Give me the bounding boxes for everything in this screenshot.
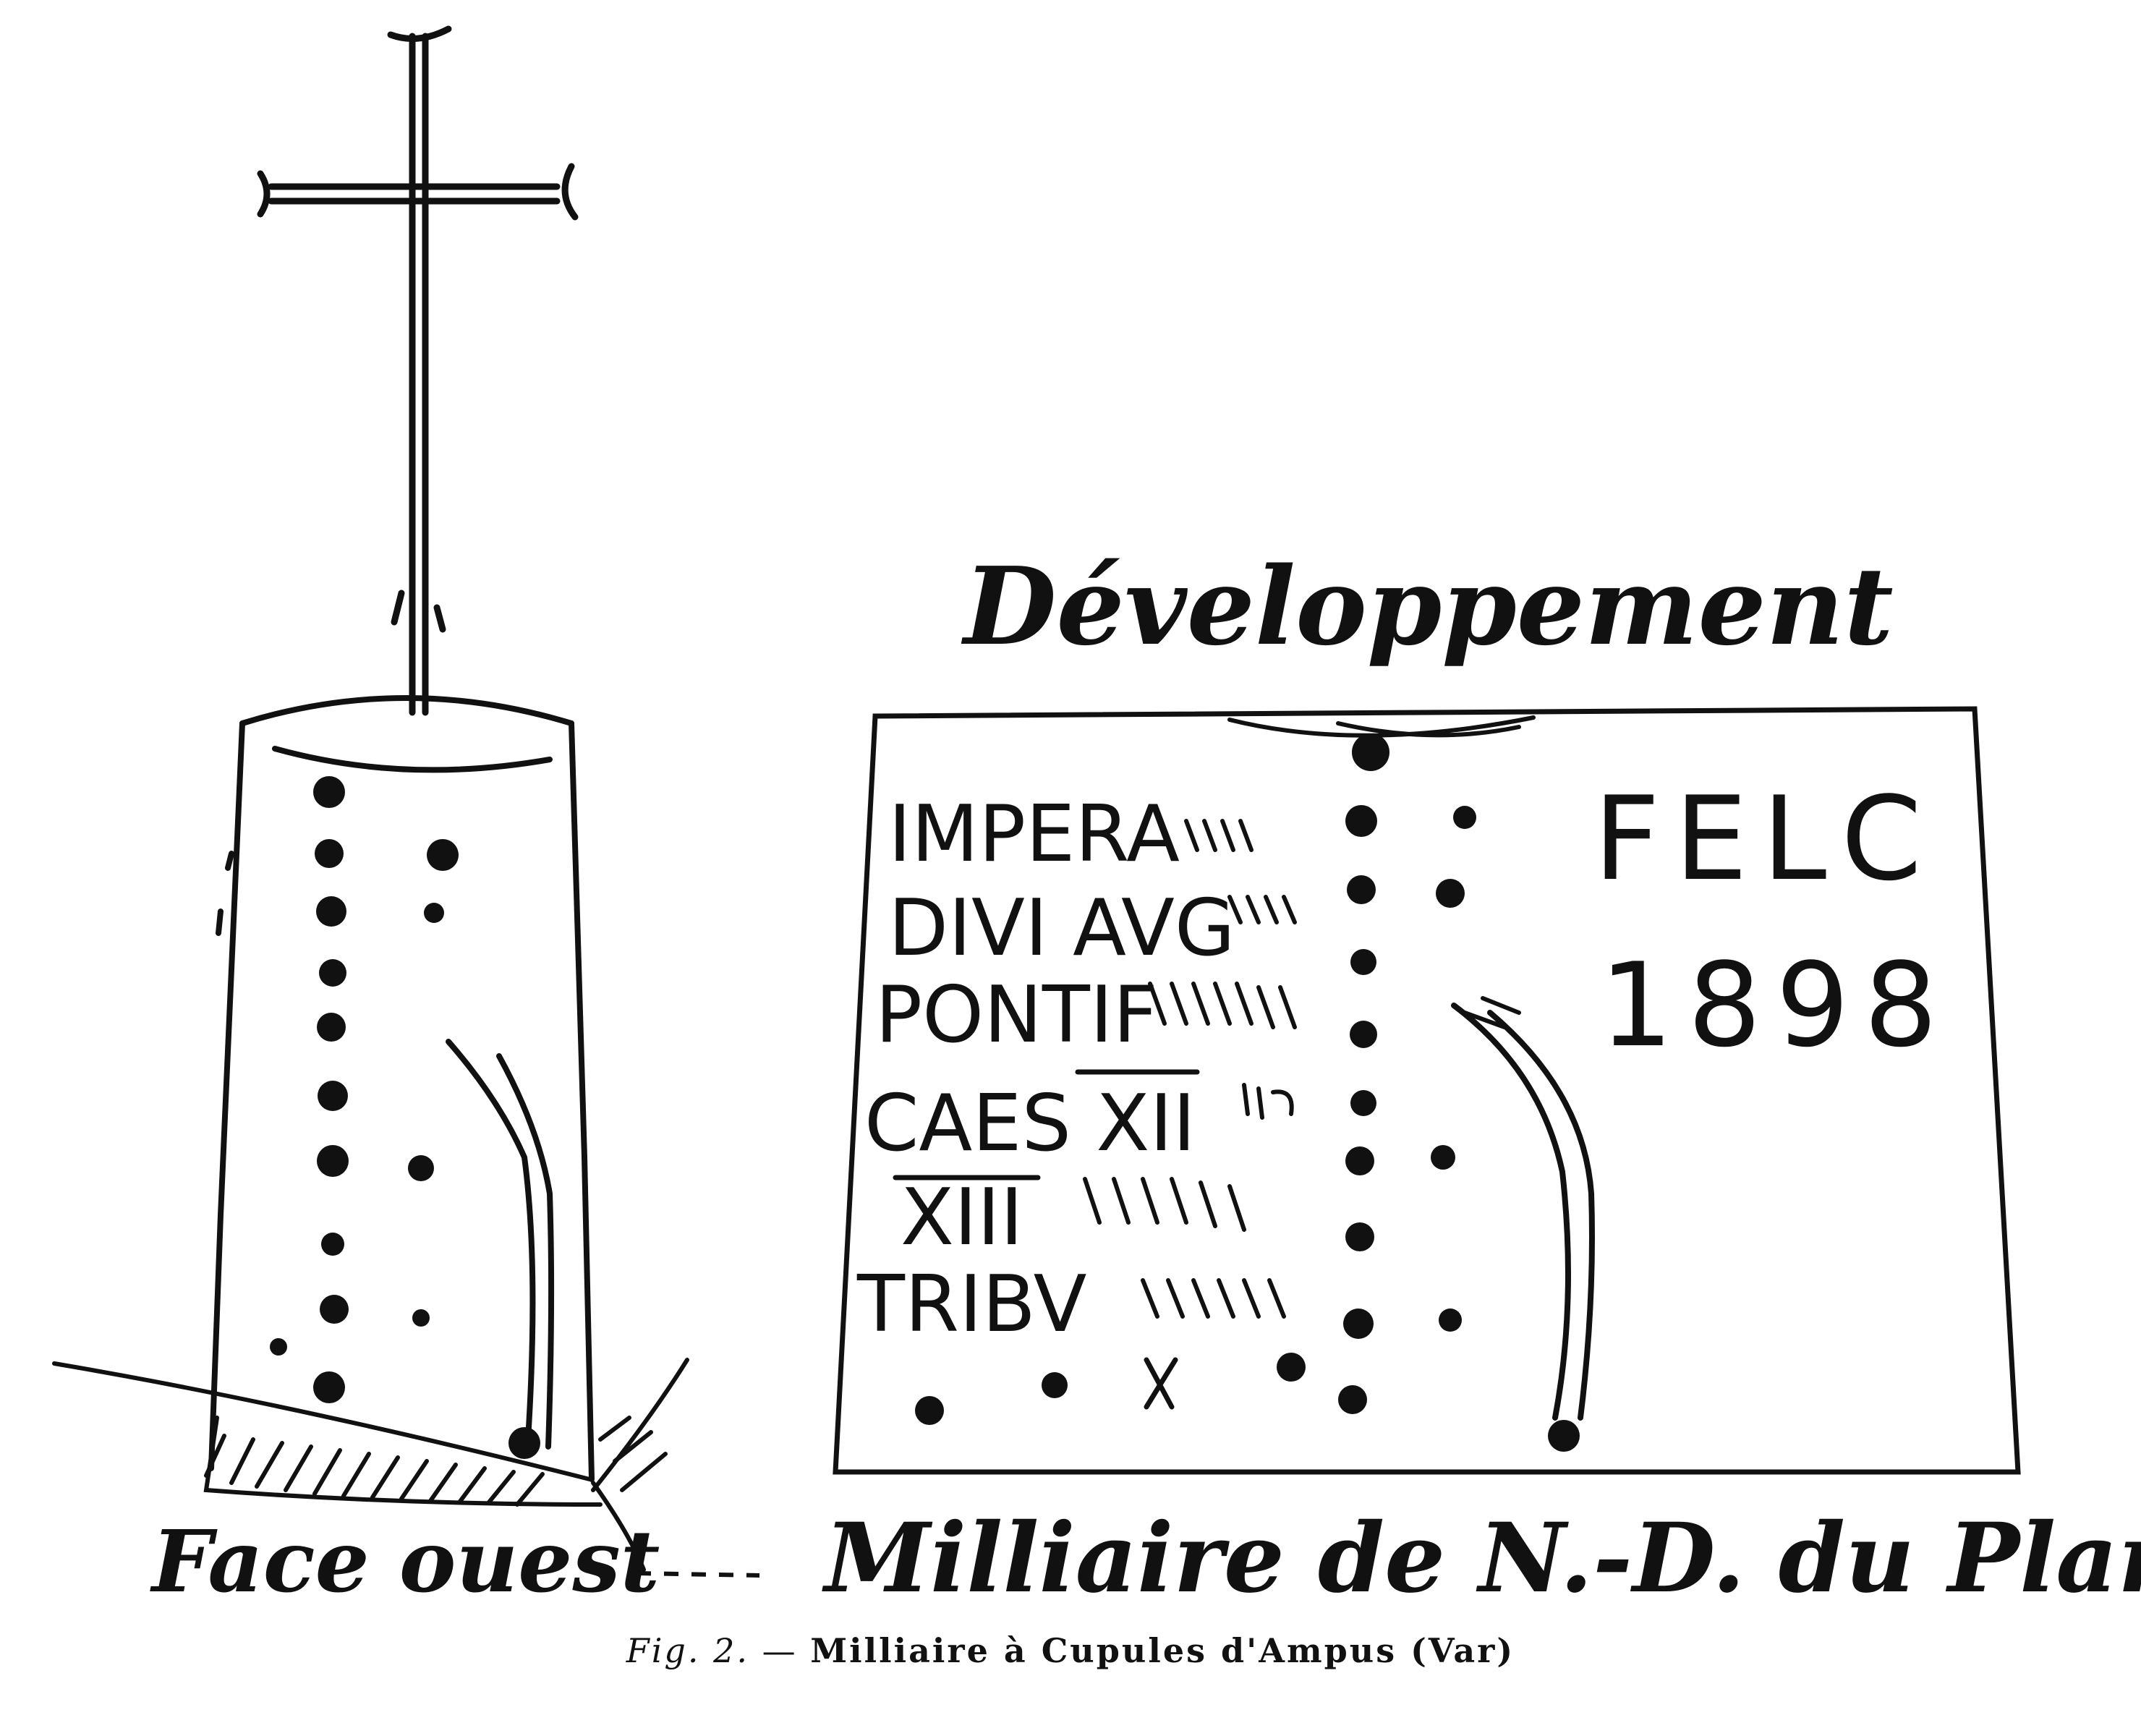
- inscription-felc: FELC: [1593, 771, 1936, 906]
- inscription-line: CAES XII: [864, 1078, 1196, 1169]
- development-panel: [833, 706, 2021, 1475]
- milestone-face-ouest: [52, 25, 689, 1572]
- figure-caption: Fig. 2. — Milliaire à Cupules d'Ampus (V…: [0, 1631, 2141, 1670]
- ground-base: [52, 1358, 689, 1572]
- label-milliaire: Milliaire de N.-D. du Plan.: [822, 1502, 2141, 1614]
- inscription-line: DIVI AVG: [888, 883, 1235, 974]
- inscription-line: XIII: [901, 1173, 1023, 1263]
- inscription-line: PONTIF: [875, 970, 1158, 1060]
- caption-dash: —: [762, 1631, 798, 1670]
- inscription-line: IMPERA: [888, 789, 1180, 880]
- inscription-line: TRIBV: [856, 1259, 1087, 1350]
- erased-text-marks: [1083, 819, 1297, 1319]
- crack-line: [1451, 1003, 1595, 1421]
- inscription-year: 1898: [1599, 937, 1951, 1073]
- panel-outline: [833, 706, 2021, 1475]
- cross-icon: [257, 25, 579, 716]
- caption-title: Milliaire à Cupules d'Ampus (Var): [810, 1631, 1515, 1670]
- cupule-marks-right: [915, 733, 1476, 1425]
- cylinder-body: [208, 695, 595, 1482]
- label-face-ouest: Face ouest: [150, 1511, 660, 1612]
- caption-fig-number: Fig. 2.: [626, 1631, 750, 1670]
- development-heading: Développement: [961, 543, 1893, 669]
- cupule-marks-left: [270, 776, 540, 1459]
